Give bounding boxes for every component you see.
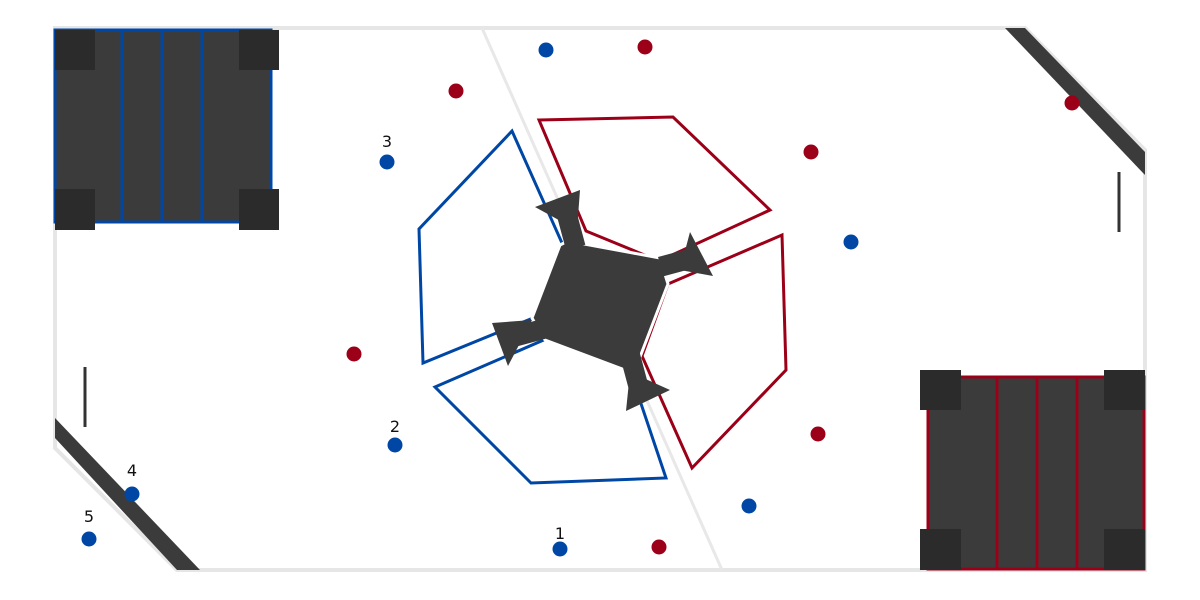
red-zone-lower: [640, 232, 788, 471]
blue-platform: [53, 28, 279, 230]
svg-text:2: 2: [390, 417, 400, 436]
marker-red: [346, 346, 362, 362]
marker-red: [803, 144, 819, 160]
markers: 1 2 3 4 5: [81, 39, 1080, 557]
marker-blue-unlabeled: [843, 234, 859, 250]
red-platform: [920, 370, 1146, 571]
marker-red: [1064, 95, 1080, 111]
marker-blue-3: 3: [379, 132, 395, 170]
marker-blue-5: 5: [81, 507, 97, 547]
blue-zone-lower: [432, 337, 669, 485]
marker-red: [448, 83, 464, 99]
marker-blue-unlabeled: [741, 498, 757, 514]
svg-text:5: 5: [84, 507, 94, 526]
marker-blue-2: 2: [387, 417, 403, 453]
center-hub: [492, 190, 713, 411]
marker-blue-1: 1: [552, 524, 568, 557]
marker-blue-unlabeled: [538, 42, 554, 58]
svg-text:3: 3: [382, 132, 392, 151]
svg-text:4: 4: [127, 461, 137, 480]
marker-red: [637, 39, 653, 55]
marker-blue-4: 4: [124, 461, 140, 502]
marker-red: [810, 426, 826, 442]
svg-text:1: 1: [555, 524, 565, 543]
marker-red: [651, 539, 667, 555]
blue-zone-upper: [417, 128, 564, 366]
